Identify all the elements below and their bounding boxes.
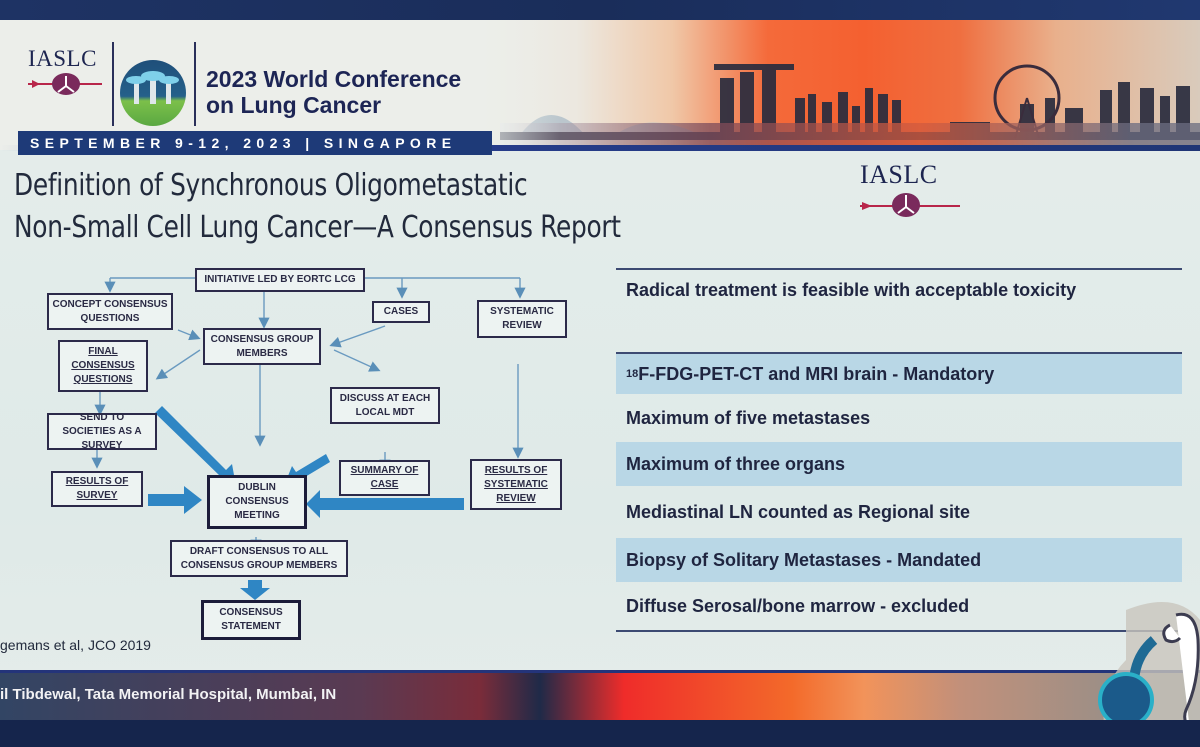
node-draft-consensus: DRAFT CONSENSUS TO ALL CONSENSUS GROUP M…	[170, 540, 348, 577]
projector-bottom-edge	[0, 720, 1200, 747]
node-label: SUMMARY OF CASE	[350, 465, 419, 490]
node-label: RESULTS OF SURVEY	[65, 476, 129, 501]
conference-title-line1: 2023 World Conference	[206, 66, 462, 92]
lungs-sword-icon	[860, 193, 960, 217]
criteria-text: Biopsy of Solitary Metastases - Mandated	[626, 549, 982, 570]
criteria-text: F-FDG-PET-CT and MRI brain - Mandatory	[638, 363, 995, 384]
node-cases: CASES	[372, 301, 430, 323]
iaslc-logo-small: IASLC	[860, 160, 960, 223]
date-location-bar: SEPTEMBER 9-12, 2023 | SINGAPORE	[18, 131, 492, 155]
criteria-gap	[616, 310, 1182, 352]
slide-title: Definition of Synchronous Oligometastati…	[14, 165, 621, 249]
water-reflection	[500, 123, 1200, 147]
citation: gemans et al, JCO 2019	[0, 637, 151, 653]
node-initiative: INITIATIVE LED BY EORTC LCG	[195, 268, 365, 292]
node-label: FINAL CONSENSUS QUESTIONS	[71, 346, 135, 385]
oligometastatic-criteria-list: Radical treatment is feasible with accep…	[616, 268, 1182, 632]
criteria-separator	[616, 352, 1182, 354]
criteria-item: Mediastinal LN counted as Regional site	[616, 486, 1182, 538]
node-label: CASES	[383, 306, 419, 317]
iaslc-logo: IASLC	[28, 46, 108, 101]
merlion-mascot-icon	[1098, 602, 1200, 740]
criteria-text: Maximum of five metastases	[626, 407, 871, 428]
flowchart-connectors	[91, 277, 526, 600]
superscript: 18	[626, 368, 639, 380]
slide: IASLC 2023 World Conference on Lung Canc…	[0, 20, 1200, 740]
logo-divider-2	[194, 42, 196, 126]
presenter-footer: il Tibdewal, Tata Memorial Hospital, Mum…	[0, 670, 1200, 720]
node-label: CONSENSUS GROUP MEMBERS	[210, 333, 314, 359]
criteria-text: Mediastinal LN counted as Regional site	[626, 501, 971, 522]
node-systematic-review: SYSTEMATIC REVIEW	[477, 300, 567, 338]
node-label: DISCUSS AT EACH LOCAL MDT	[339, 392, 431, 418]
criteria-item: Diffuse Serosal/bone marrow - excluded	[616, 582, 1182, 630]
criteria-item: Biopsy of Solitary Metastases - Mandated	[616, 538, 1182, 582]
banner-divider	[0, 145, 1200, 151]
gardens-by-the-bay-logo	[120, 60, 186, 126]
node-concept-questions: CONCEPT CONSENSUS QUESTIONS	[47, 293, 173, 330]
slide-title-line1: Definition of Synchronous Oligometastati…	[14, 168, 528, 203]
conference-title-line2: on Lung Cancer	[206, 92, 382, 118]
criteria-separator	[616, 268, 1182, 270]
node-consensus-statement: CONSENSUS STATEMENT	[201, 600, 301, 640]
node-consensus-group: CONSENSUS GROUP MEMBERS	[203, 328, 321, 365]
node-final-questions: FINAL CONSENSUS QUESTIONS	[58, 340, 148, 392]
node-send-societies: SEND TO SOCIETIES AS A SURVEY	[47, 411, 157, 451]
node-label: DRAFT CONSENSUS TO ALL CONSENSUS GROUP M…	[180, 545, 338, 571]
criteria-text: Radical treatment is feasible with accep…	[626, 279, 1077, 300]
node-label: CONSENSUS STATEMENT	[219, 607, 283, 632]
node-label: SEND TO SOCIETIES AS A SURVEY	[62, 411, 142, 451]
iaslc-logo-text: IASLC	[28, 46, 97, 71]
node-results-systematic-review: RESULTS OF SYSTEMATIC REVIEW	[470, 459, 562, 510]
node-results-survey: RESULTS OF SURVEY	[51, 471, 143, 507]
criteria-text: Diffuse Serosal/bone marrow - excluded	[626, 595, 970, 616]
slide-title-line2: Non-Small Cell Lung Cancer—A Consensus R…	[14, 210, 621, 245]
node-label: CONCEPT CONSENSUS QUESTIONS	[52, 298, 168, 324]
conference-title: 2023 World Conference on Lung Cancer	[206, 66, 461, 118]
node-dublin-meeting: DUBLIN CONSENSUS MEETING	[207, 475, 307, 529]
lungs-sword-icon	[28, 73, 102, 95]
node-label: DUBLIN CONSENSUS MEETING	[225, 482, 289, 521]
node-summary-case: SUMMARY OF CASE	[339, 460, 430, 496]
node-label: SYSTEMATIC REVIEW	[490, 306, 554, 331]
node-label: RESULTS OF SYSTEMATIC REVIEW	[484, 464, 548, 504]
criteria-item: Maximum of three organs	[616, 442, 1182, 486]
logo-divider	[112, 42, 114, 126]
criteria-text: Maximum of three organs	[626, 453, 846, 474]
node-label: INITIATIVE LED BY EORTC LCG	[204, 274, 356, 285]
criteria-item: Radical treatment is feasible with accep…	[616, 270, 1182, 310]
criteria-item: Maximum of five metastases	[616, 394, 1182, 442]
criteria-separator	[616, 630, 1182, 632]
node-discuss-mdt: DISCUSS AT EACH LOCAL MDT	[330, 387, 440, 424]
projector-top-edge	[0, 0, 1200, 20]
iaslc-logo-small-text: IASLC	[860, 160, 938, 189]
presenter-name: il Tibdewal, Tata Memorial Hospital, Mum…	[0, 686, 337, 703]
consensus-flowchart: INITIATIVE LED BY EORTC LCG CONCEPT CONS…	[0, 20, 600, 720]
